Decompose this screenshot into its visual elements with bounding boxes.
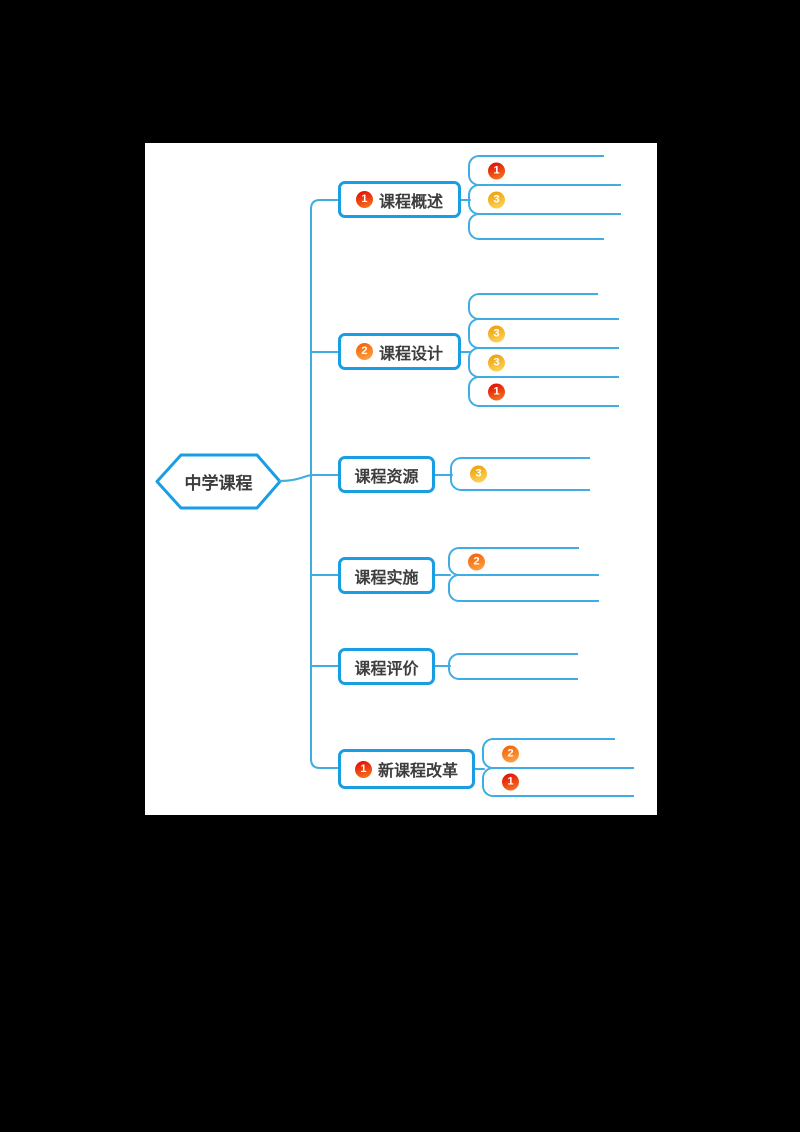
- child-topic[interactable]: 3: [468, 347, 619, 378]
- branch-topic-reform[interactable]: 1 新课程改革: [338, 749, 475, 789]
- child-topic[interactable]: [468, 213, 604, 240]
- priority-1-icon[interactable]: 1: [488, 383, 505, 400]
- branch-topic-label: 新课程改革: [377, 763, 458, 780]
- branch-topic-label: 课程评价: [354, 660, 419, 678]
- child-topic[interactable]: 1: [482, 767, 634, 797]
- priority-1-icon[interactable]: 1: [502, 773, 519, 791]
- child-topic[interactable]: 3: [450, 457, 590, 491]
- priority-2-icon[interactable]: 2: [468, 553, 485, 570]
- priority-3-icon[interactable]: 3: [470, 465, 487, 483]
- branch-topic-overview[interactable]: 1 课程概述: [338, 181, 461, 218]
- priority-3-icon[interactable]: 3: [488, 354, 505, 371]
- child-topic[interactable]: 2: [448, 547, 579, 576]
- priority-2-icon[interactable]: 2: [502, 745, 519, 762]
- priority-2-icon[interactable]: 2: [355, 343, 373, 360]
- child-topic[interactable]: [448, 574, 599, 602]
- priority-1-icon[interactable]: 1: [488, 162, 505, 179]
- child-topic[interactable]: 2: [482, 738, 615, 769]
- child-topic[interactable]: [448, 653, 578, 680]
- branch-topic-resources[interactable]: 课程资源: [338, 456, 435, 493]
- branch-topic-label: 课程设计: [378, 345, 443, 363]
- child-topic[interactable]: [468, 293, 598, 320]
- branch-topic-design[interactable]: 2 课程设计: [338, 333, 461, 370]
- priority-3-icon[interactable]: 3: [488, 325, 505, 342]
- branch-topic-label: 课程资源: [354, 468, 419, 486]
- child-topic[interactable]: 1: [468, 155, 604, 186]
- branch-topic-implementation[interactable]: 课程实施: [338, 557, 435, 594]
- branch-topic-label: 课程实施: [354, 569, 419, 587]
- priority-1-icon[interactable]: 1: [355, 191, 373, 208]
- child-topic[interactable]: 1: [468, 376, 619, 407]
- root-connector-line: [279, 474, 312, 482]
- branch-topic-evaluation[interactable]: 课程评价: [338, 648, 435, 685]
- child-topic[interactable]: 3: [468, 318, 619, 349]
- trunk-line: [310, 199, 339, 769]
- branch-topic-label: 课程概述: [378, 193, 443, 211]
- root-topic-label[interactable]: 中学课程: [184, 474, 253, 493]
- child-topic[interactable]: 3: [468, 184, 621, 215]
- priority-3-icon[interactable]: 3: [488, 191, 505, 208]
- priority-1-icon[interactable]: 1: [354, 760, 372, 778]
